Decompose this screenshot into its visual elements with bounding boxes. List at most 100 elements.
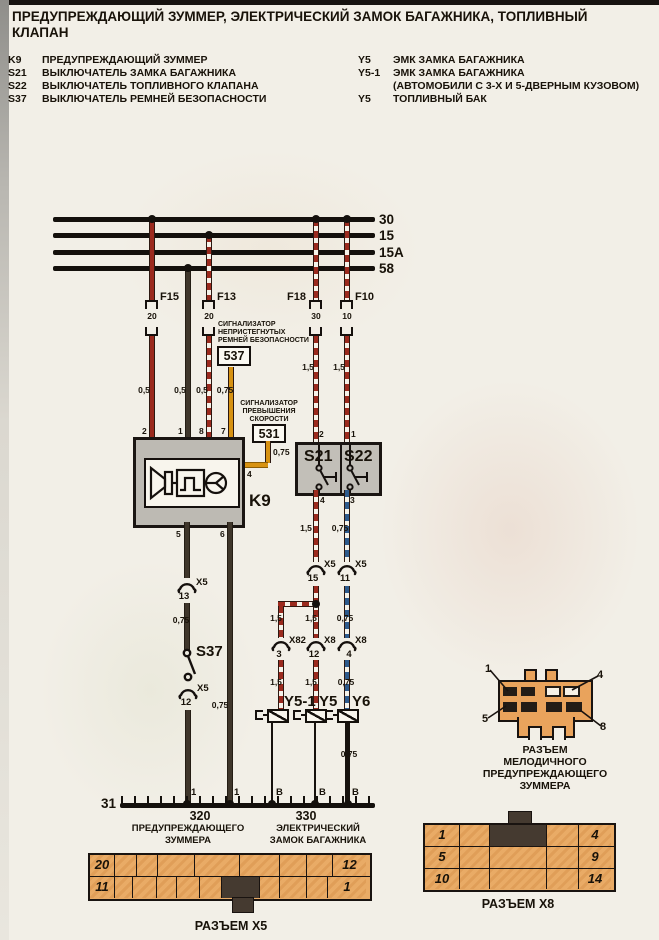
melodic-slot-4	[563, 686, 580, 697]
k9-symbol-panel	[144, 458, 240, 508]
s21-s22-switch-box: S21 S22	[295, 442, 382, 496]
wire-branch-horizontal	[278, 601, 316, 607]
legend-desc-y5: ЭМК ЗАМКА БАГАЖНИКА	[393, 54, 525, 66]
page-title-line1: ПРЕДУПРЕЖДАЮЩИЙ ЗУММЕР, ЭЛЕКТРИЧЕСКИЙ ЗА…	[12, 9, 588, 24]
fuse-f15-label: F15	[160, 291, 179, 303]
connector-x82-name: X82	[289, 635, 306, 646]
junction-branch	[312, 600, 320, 608]
wire-f15-lower	[149, 336, 155, 437]
wire-to-s37	[184, 603, 190, 650]
x5-cell-20: 20	[90, 855, 115, 876]
y6-actuator-icon	[325, 710, 337, 720]
x8-cell-14: 14	[579, 869, 611, 889]
switch-contacts	[315, 445, 368, 493]
bus-30-label: 30	[379, 212, 395, 227]
legend-desc-k9: ПРЕДУПРЕЖДАЮЩИЙ ЗУММЕР	[42, 54, 208, 66]
melodic-caption-3: ПРЕДУПРЕЖДАЮЩЕГО	[482, 768, 608, 780]
junction-bus30-f18	[312, 215, 320, 223]
melodic-slot-5	[503, 702, 517, 712]
ground-320-caption1: ПРЕДУПРЕЖДАЮЩЕГО	[131, 823, 245, 834]
ground-point-4	[311, 800, 319, 808]
wire-b-size: 0,5	[174, 385, 186, 395]
legend-desc-y51: ЭМК ЗАМКА БАГАЖНИКА	[393, 67, 525, 79]
y6-label: Y6	[352, 693, 371, 710]
wire-f18-upper	[313, 219, 319, 300]
ref-537-box: 537	[217, 346, 251, 366]
melodic-slot-7	[546, 702, 562, 712]
fuse-f18-label: F18	[287, 291, 306, 303]
fuse-f13-amp: 20	[204, 311, 214, 321]
fuse-f10-amp: 10	[342, 311, 352, 321]
x8-cell-5: 5	[425, 847, 460, 868]
wire-531-size: 0,75	[273, 447, 290, 457]
wire-k9-pin5	[184, 522, 190, 578]
ground-pt4-label: B	[319, 787, 326, 798]
wire-branch-left-down	[278, 606, 284, 638]
melodic-pin4-label: 4	[597, 669, 604, 681]
wire-f18-lower	[313, 336, 319, 442]
junction-bus30-f10	[343, 215, 351, 223]
melodic-slot-2	[521, 687, 535, 696]
x8-row-3: 10 14	[425, 869, 614, 889]
wire-y6-ground	[345, 723, 350, 805]
ground-320-number: 320	[189, 809, 211, 823]
s37-label: S37	[196, 643, 223, 660]
connector-x8-12-icon	[306, 641, 326, 652]
k9-pin5-label: 5	[176, 529, 181, 539]
connector-x5-13-pin: 13	[178, 591, 190, 602]
connector-x5-13-icon	[177, 583, 197, 594]
wire-d-size: 0,75	[216, 385, 234, 395]
ground-bus-line	[120, 803, 375, 808]
bus-15-line	[53, 233, 375, 238]
melodic-caption-1: РАЗЪЕМ	[522, 744, 568, 756]
wire-y51-size: 1,5	[270, 677, 282, 687]
wire-to-y5	[313, 660, 319, 710]
wire-f13-upper	[206, 235, 212, 300]
wire-e-size: 0,75	[172, 615, 190, 625]
legend-code-fuel: Y5	[358, 93, 371, 105]
legend-desc-s22: ВЫКЛЮЧАТЕЛЬ ТОПЛИВНОГО КЛАПАНА	[42, 80, 259, 92]
wire-537-to-k9	[228, 367, 234, 437]
melodic-slot-3	[545, 686, 561, 697]
legend-desc-s21: ВЫКЛЮЧАТЕЛЬ ЗАМКА БАГАЖНИКА	[42, 67, 237, 79]
bus-30-line	[53, 217, 375, 222]
s22-pin1-label: 1	[351, 429, 356, 439]
wire-f15-upper	[149, 219, 155, 300]
melodic-leader-lines	[487, 669, 602, 727]
wire-f10-lower	[344, 336, 350, 442]
ground-pt2-label: 1	[234, 787, 240, 798]
ind-531-text2: ПРЕВЫШЕНИЯ	[242, 408, 296, 415]
x5-cell-12: 12	[333, 855, 366, 876]
ind-537-text1: СИГНАЛИЗАТОР	[218, 321, 276, 328]
ground-330-caption2: ЗАМОК БАГАЖНИКА	[269, 835, 367, 846]
ground-320-caption2: ЗУММЕРА	[164, 835, 212, 846]
melodic-slot-6	[521, 702, 537, 712]
melodic-caption-4: ЗУММЕРА	[519, 780, 571, 792]
legend-code-y5: Y5	[358, 54, 371, 66]
ground-point-3	[268, 800, 276, 808]
x5-connector-caption: РАЗЪЕМ X5	[194, 919, 268, 933]
melodic-connector-notch	[552, 726, 566, 740]
connector-x5-12-pin: 12	[180, 697, 192, 708]
connector-x5-15-icon	[306, 565, 326, 576]
melodic-pin5-label: 5	[482, 713, 489, 725]
bus-58-line	[53, 266, 375, 271]
connector-x8-4-name: X8	[355, 635, 367, 646]
bus-15a-label: 15A	[379, 245, 404, 260]
legend-code-k9: K9	[8, 54, 22, 66]
connector-x8-12-name: X8	[324, 635, 336, 646]
connector-x8-4-icon	[337, 641, 357, 652]
wire-s22-pin3	[344, 490, 350, 562]
legend-desc-s37: ВЫКЛЮЧАТЕЛЬ РЕМНЕЙ БЕЗОПАСНОСТИ	[42, 93, 267, 105]
ind-537-text2: НЕПРИСТЕГНУТЫХ	[218, 329, 286, 336]
wire-y6-size: 0,75	[337, 677, 355, 687]
wire-c-size: 0,5	[196, 385, 208, 395]
x8-cell-10: 10	[425, 869, 460, 889]
ground-pt5-label: B	[352, 787, 359, 798]
ind-537-text3: РЕМНЕЙ БЕЗОПАСНОСТИ	[218, 337, 309, 344]
bus-58-label: 58	[379, 261, 395, 276]
